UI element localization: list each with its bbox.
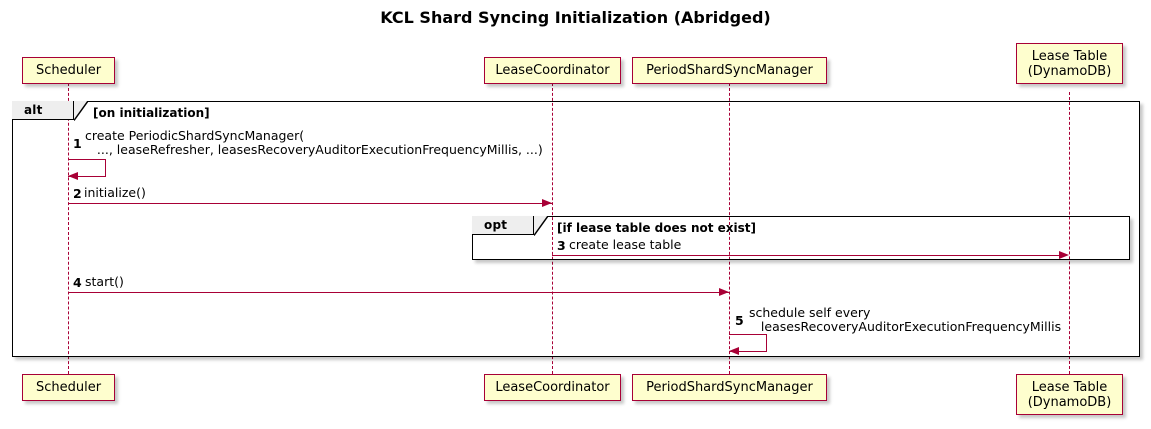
- participant-leasecoordinator-bottom[interactable]: LeaseCoordinator: [484, 374, 621, 401]
- message-4-line: [68, 292, 729, 293]
- fragment-opt-keyword: opt: [484, 218, 508, 232]
- participant-label: PeriodShardSyncManager: [646, 380, 813, 395]
- message-1-line1: create PeriodicShardSyncManager(: [85, 128, 305, 143]
- participant-periodshardsyncmanager-bottom[interactable]: PeriodShardSyncManager: [632, 374, 827, 401]
- fragment-opt-tab-corner: [534, 216, 548, 236]
- participant-scheduler-top[interactable]: Scheduler: [22, 57, 115, 84]
- participant-leasecoordinator-top[interactable]: LeaseCoordinator: [484, 57, 621, 84]
- participant-leasetable-bottom[interactable]: Lease Table (DynamoDB): [1016, 374, 1123, 415]
- participant-label: LeaseCoordinator: [495, 63, 610, 78]
- participant-scheduler-bottom[interactable]: Scheduler: [22, 374, 115, 401]
- participant-label: Scheduler: [35, 63, 102, 78]
- participant-label: Lease Table (DynamoDB): [1027, 48, 1112, 79]
- participant-label: LeaseCoordinator: [495, 380, 610, 395]
- message-3-line: [552, 255, 1059, 256]
- lifeline-leasetable: [1069, 92, 1070, 374]
- message-4-arrowhead: [719, 288, 729, 296]
- participant-label: Scheduler: [35, 380, 102, 395]
- participant-periodshardsyncmanager-top[interactable]: PeriodShardSyncManager: [632, 57, 827, 84]
- fragment-opt-condition: [if lease table does not exist]: [557, 221, 757, 235]
- message-5-line1: schedule self every: [749, 305, 871, 320]
- message-5-arrowhead: [729, 347, 739, 355]
- lifeline-periodshardsyncmanager: [729, 83, 730, 374]
- message-5-line2: leasesRecoveryAuditorExecutionFrequencyM…: [749, 319, 1062, 334]
- message-2-arrowhead: [542, 199, 552, 207]
- message-3-arrowhead: [1059, 251, 1069, 259]
- message-5-self-loop: [729, 334, 767, 352]
- participant-label: Lease Table (DynamoDB): [1027, 379, 1112, 410]
- message-5-label: schedule self every leasesRecoveryAudito…: [749, 306, 1061, 334]
- message-2-number: 2: [73, 186, 82, 201]
- message-4-label: start(): [85, 274, 124, 289]
- message-1-label: create PeriodicShardSyncManager( ..., le…: [85, 129, 543, 157]
- participant-leasetable-top[interactable]: Lease Table (DynamoDB): [1016, 43, 1123, 84]
- message-4-number: 4: [73, 275, 82, 290]
- lifeline-scheduler: [68, 83, 69, 374]
- lifeline-leasecoordinator: [552, 83, 553, 374]
- message-3-label: create lease table: [569, 237, 682, 252]
- message-1-self-loop: [68, 159, 106, 177]
- fragment-alt-keyword: alt: [24, 103, 43, 117]
- message-3-number: 3: [557, 238, 566, 253]
- message-1-number: 1: [73, 136, 82, 151]
- fragment-opt-tab: opt: [472, 216, 534, 235]
- message-2-line: [68, 203, 552, 204]
- fragment-alt: [12, 101, 1140, 357]
- fragment-opt: [472, 216, 1130, 260]
- message-5-number: 5: [735, 313, 744, 328]
- fragment-alt-tab: alt: [12, 101, 74, 120]
- fragment-alt-tab-corner: [74, 101, 88, 121]
- message-2-label: initialize(): [84, 185, 146, 200]
- message-1-arrowhead: [68, 172, 78, 180]
- participant-label: PeriodShardSyncManager: [646, 63, 813, 78]
- message-1-line2: ..., leaseRefresher, leasesRecoveryAudit…: [85, 142, 543, 157]
- fragment-alt-condition: [on initialization]: [93, 106, 210, 120]
- diagram-title: KCL Shard Syncing Initialization (Abridg…: [380, 8, 771, 27]
